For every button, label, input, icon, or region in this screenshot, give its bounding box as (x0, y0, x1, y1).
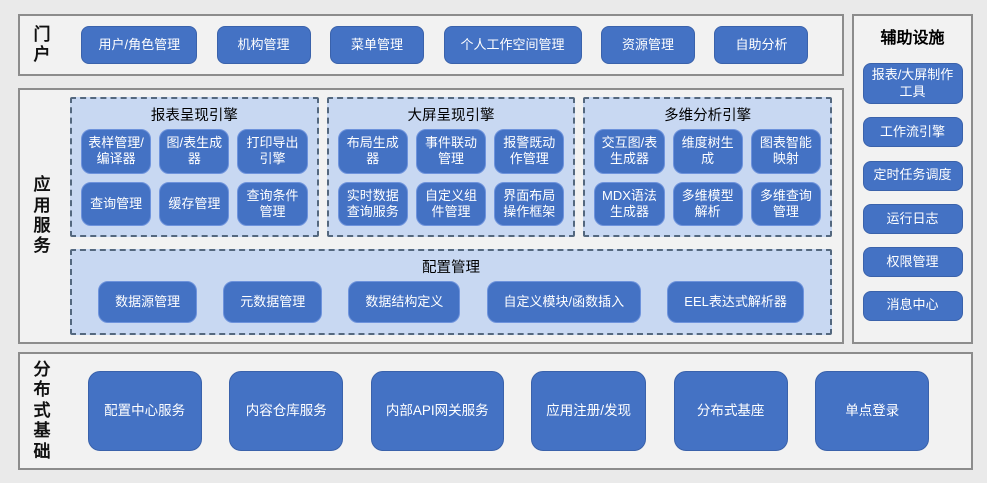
dist-button-app-registry[interactable]: 应用注册/发现 (531, 371, 647, 451)
config-button-datasource[interactable]: 数据源管理 (98, 281, 198, 323)
distributed-label: 分布式基础 (33, 360, 51, 461)
dist-button-base-platform[interactable]: 分布式基座 (673, 371, 788, 451)
olap-button-query-mgr[interactable]: 多维查询管理 (750, 181, 822, 226)
config-button-row: 数据源管理 元数据管理 数据结构定义 自定义模块/函数插入 EEL表达式解析器 (82, 281, 820, 323)
aux-button-scheduler[interactable]: 定时任务调度 (862, 160, 963, 191)
report-engine-button-print-export[interactable]: 打印导出引擎 (237, 129, 308, 174)
dist-button-sso[interactable]: 单点登录 (815, 371, 930, 451)
portal-button-resource[interactable]: 资源管理 (600, 26, 695, 64)
olap-engine-grid: 交互图/表生成器 维度树生成 图表智能映射 MDX语法生成器 多维模型解析 多维… (594, 129, 822, 226)
aux-button-workflow-engine[interactable]: 工作流引擎 (862, 117, 963, 148)
app-services-label: 应用服务 (33, 175, 51, 256)
report-engine-button-query-mgr[interactable]: 查询管理 (81, 181, 152, 226)
report-engine-button-chart-gen[interactable]: 图/表生成器 (159, 129, 230, 174)
app-services-content: 报表呈现引擎 表样管理/编译器 图/表生成器 打印导出引擎 查询管理 缓存管理 … (70, 97, 833, 335)
auxiliary-title: 辅助设施 (880, 30, 945, 47)
auxiliary-button-column: 报表/大屏制作工具 工作流引擎 定时任务调度 运行日志 权限管理 消息中心 (854, 50, 971, 334)
aux-button-message-center[interactable]: 消息中心 (862, 290, 963, 321)
bigscreen-button-alarm-action[interactable]: 报警既动作管理 (494, 129, 565, 174)
portal-label: 门户 (33, 24, 51, 64)
bigscreen-engine-panel: 大屏呈现引擎 布局生成器 事件联动管理 报警既动作管理 实时数据查询服务 自定义… (326, 97, 576, 237)
dist-button-config-center[interactable]: 配置中心服务 (87, 371, 202, 451)
bigscreen-button-custom-widget[interactable]: 自定义组件管理 (415, 181, 487, 226)
aux-button-run-log[interactable]: 运行日志 (862, 203, 963, 234)
report-engine-grid: 表样管理/编译器 图/表生成器 打印导出引擎 查询管理 缓存管理 查询条件管理 (81, 129, 308, 226)
portal-button-org[interactable]: 机构管理 (216, 26, 311, 64)
bigscreen-button-layout-gen[interactable]: 布局生成器 (337, 129, 408, 174)
olap-engine-panel: 多维分析引擎 交互图/表生成器 维度树生成 图表智能映射 MDX语法生成器 多维… (583, 97, 833, 237)
dist-button-api-gateway[interactable]: 内部API网关服务 (370, 371, 504, 451)
olap-button-smart-mapping[interactable]: 图表智能映射 (750, 129, 822, 174)
report-engine-panel: 报表呈现引擎 表样管理/编译器 图/表生成器 打印导出引擎 查询管理 缓存管理 … (70, 97, 319, 237)
app-services-section: 应用服务 报表呈现引擎 表样管理/编译器 图/表生成器 打印导出引擎 查询管理 … (18, 88, 844, 344)
olap-button-mdx-gen[interactable]: MDX语法生成器 (594, 181, 665, 226)
portal-section: 门户 用户/角色管理 机构管理 菜单管理 个人工作空间管理 资源管理 自助分析 (18, 14, 844, 76)
portal-button-user-role[interactable]: 用户/角色管理 (81, 26, 198, 64)
portal-button-menu[interactable]: 菜单管理 (330, 26, 425, 64)
bigscreen-button-ui-framework[interactable]: 界面布局操作框架 (494, 181, 565, 226)
olap-engine-title: 多维分析引擎 (664, 108, 752, 124)
config-mgmt-title: 配置管理 (422, 260, 480, 276)
report-engine-button-query-cond[interactable]: 查询条件管理 (237, 181, 308, 226)
report-engine-button-style-mgr[interactable]: 表样管理/编译器 (81, 129, 152, 174)
aux-button-permission[interactable]: 权限管理 (862, 247, 963, 278)
config-button-eel-parser[interactable]: EEL表达式解析器 (667, 281, 804, 323)
bigscreen-button-event-link[interactable]: 事件联动管理 (415, 129, 487, 174)
config-button-structure[interactable]: 数据结构定义 (348, 281, 461, 323)
config-mgmt-panel: 配置管理 数据源管理 元数据管理 数据结构定义 自定义模块/函数插入 EEL表达… (70, 249, 832, 335)
portal-button-row: 用户/角色管理 机构管理 菜单管理 个人工作空间管理 资源管理 自助分析 (62, 26, 828, 64)
olap-button-model-parse[interactable]: 多维模型解析 (672, 181, 743, 226)
portal-button-workspace[interactable]: 个人工作空间管理 (443, 26, 582, 64)
engine-row: 报表呈现引擎 表样管理/编译器 图/表生成器 打印导出引擎 查询管理 缓存管理 … (70, 97, 833, 237)
config-button-custom-module[interactable]: 自定义模块/函数插入 (486, 281, 642, 323)
auxiliary-section: 辅助设施 报表/大屏制作工具 工作流引擎 定时任务调度 运行日志 权限管理 消息… (852, 14, 973, 344)
olap-button-dimension-tree[interactable]: 维度树生成 (672, 129, 743, 174)
bigscreen-engine-grid: 布局生成器 事件联动管理 报警既动作管理 实时数据查询服务 自定义组件管理 界面… (337, 129, 565, 226)
distributed-button-row: 配置中心服务 内容仓库服务 内部API网关服务 应用注册/发现 分布式基座 单点… (60, 371, 957, 451)
report-engine-title: 报表呈现引擎 (150, 108, 238, 124)
dist-button-content-repo[interactable]: 内容仓库服务 (229, 371, 344, 451)
bigscreen-engine-title: 大屏呈现引擎 (407, 108, 495, 124)
portal-button-selfservice[interactable]: 自助分析 (714, 26, 809, 64)
aux-button-authoring-tool[interactable]: 报表/大屏制作工具 (862, 63, 963, 104)
config-button-metadata[interactable]: 元数据管理 (223, 281, 323, 323)
report-engine-button-cache-mgr[interactable]: 缓存管理 (159, 181, 230, 226)
olap-button-interactive-chart[interactable]: 交互图/表生成器 (594, 129, 665, 174)
distributed-section: 分布式基础 配置中心服务 内容仓库服务 内部API网关服务 应用注册/发现 分布… (18, 352, 973, 470)
bigscreen-button-realtime-query[interactable]: 实时数据查询服务 (337, 181, 408, 226)
